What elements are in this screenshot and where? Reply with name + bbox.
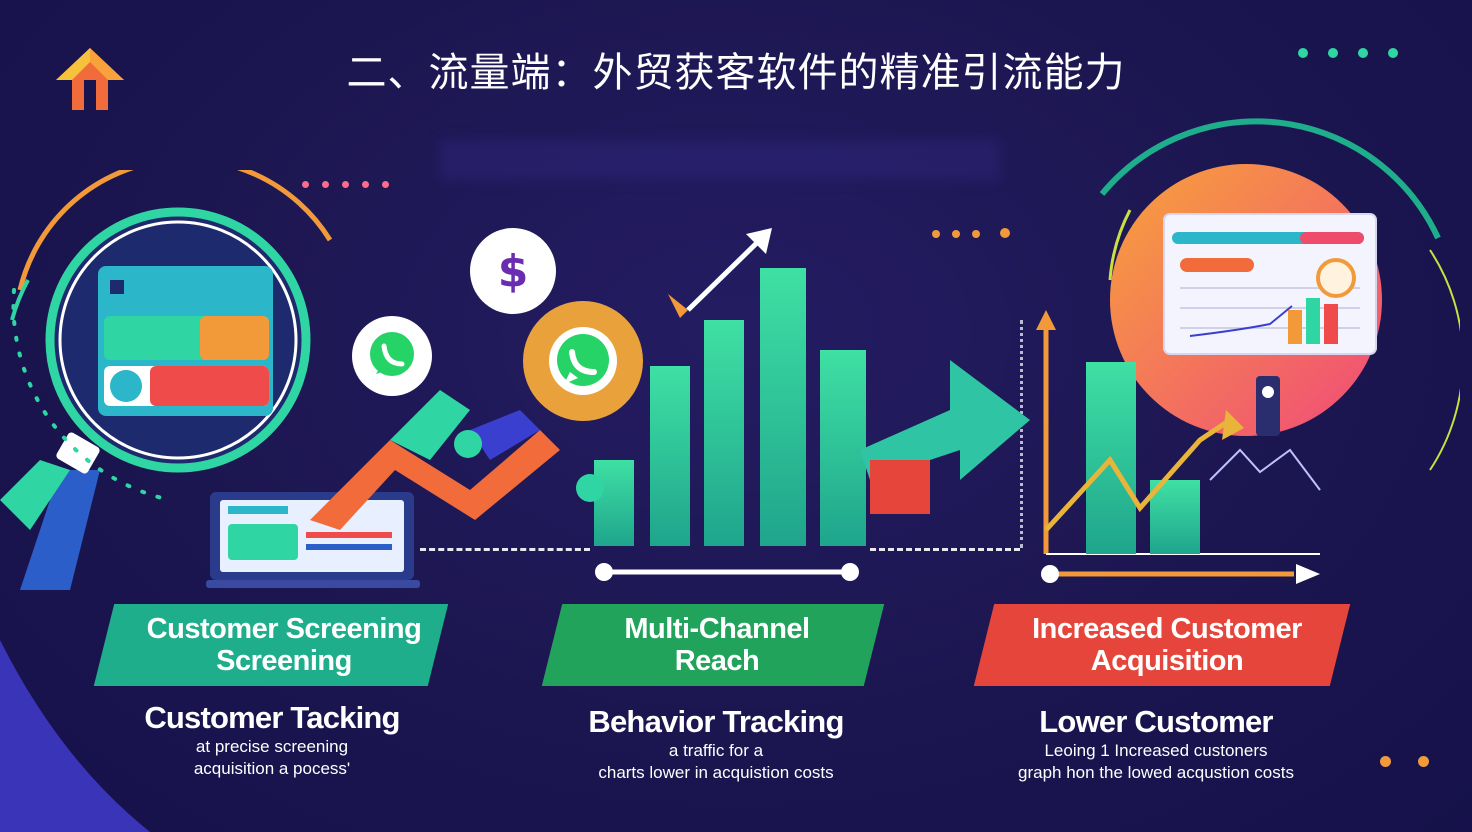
section-description: a traffic for a charts lower in acquisti… — [536, 740, 896, 784]
banner-customer-screening-label: Customer Screening Screening — [104, 604, 464, 686]
section-description: Leoing 1 Increased custoners graph hon t… — [966, 740, 1346, 784]
banner-multi-channel-label: Multi-Channel Reach — [552, 604, 882, 686]
chart-bar — [1150, 480, 1200, 554]
decor-dot — [1328, 48, 1338, 58]
description-line: graph hon the lowed acqustion costs — [1018, 763, 1294, 782]
description-line: Leoing 1 Increased custoners — [1044, 741, 1268, 760]
decor-dot — [342, 181, 349, 188]
section-heading: Customer Tacking — [144, 700, 400, 735]
decor-dot — [1418, 756, 1429, 767]
decor-dotted-arc — [11, 288, 172, 502]
description-line: acquisition a pocess' — [193, 759, 351, 778]
banner-line: Customer Screening — [146, 613, 422, 645]
description-line: at precise screening — [195, 737, 349, 756]
banner-line: Acquisition — [1090, 645, 1244, 677]
banner-increased-acquisition-label: Increased Customer Acquisition — [984, 604, 1350, 686]
decor-dot — [362, 181, 369, 188]
decor-dot — [952, 230, 960, 238]
decor-dot — [382, 181, 389, 188]
decor-swoosh — [0, 640, 150, 832]
whatsapp-icon — [523, 301, 643, 421]
chart-bar — [594, 460, 634, 546]
banner-line: Multi-Channel — [624, 613, 810, 645]
chart-bar — [650, 366, 690, 546]
acquisition-illustration — [1036, 118, 1460, 584]
decor-dot — [1358, 48, 1368, 58]
dashed-connector — [1020, 320, 1023, 548]
dashed-connector — [870, 548, 1020, 551]
decor-dot — [322, 181, 329, 188]
decor-dot — [972, 230, 980, 238]
chart-bar — [820, 350, 866, 546]
laptop-illustration — [206, 492, 420, 588]
chart-bar — [760, 268, 806, 546]
chart-bar — [704, 320, 744, 546]
decor-dot — [932, 230, 940, 238]
page-title: 二、流量端：外贸获客软件的精准引流能力 — [346, 50, 1126, 96]
decor-dot — [302, 181, 309, 188]
section-heading: Behavior Tracking — [588, 704, 844, 739]
decor-dot — [1380, 756, 1391, 767]
decor-dot — [1388, 48, 1398, 58]
blurred-subtitle — [440, 140, 1000, 180]
banner-line: Increased Customer — [1032, 613, 1302, 645]
banner-line: Screening — [216, 645, 352, 677]
description-line: a traffic for a — [668, 741, 764, 760]
banner-line: Reach — [674, 645, 760, 677]
green-arrow-icon — [860, 360, 1030, 514]
growth-bar-chart — [576, 228, 866, 581]
description-line: charts lower in acquistion costs — [598, 763, 834, 782]
curved-ribbon-arrow — [310, 390, 560, 530]
whatsapp-icon — [352, 316, 432, 396]
section-heading: Lower Customer — [1039, 704, 1273, 739]
decor-dot — [1298, 48, 1308, 58]
dashed-connector — [420, 548, 590, 551]
section-description: at precise screening acquisition a poces… — [92, 736, 452, 780]
dollar-icon: $ — [470, 228, 556, 314]
magnifier-illustration — [0, 170, 333, 590]
decor-dot — [1000, 228, 1010, 238]
brand-logo-icon — [56, 48, 124, 110]
